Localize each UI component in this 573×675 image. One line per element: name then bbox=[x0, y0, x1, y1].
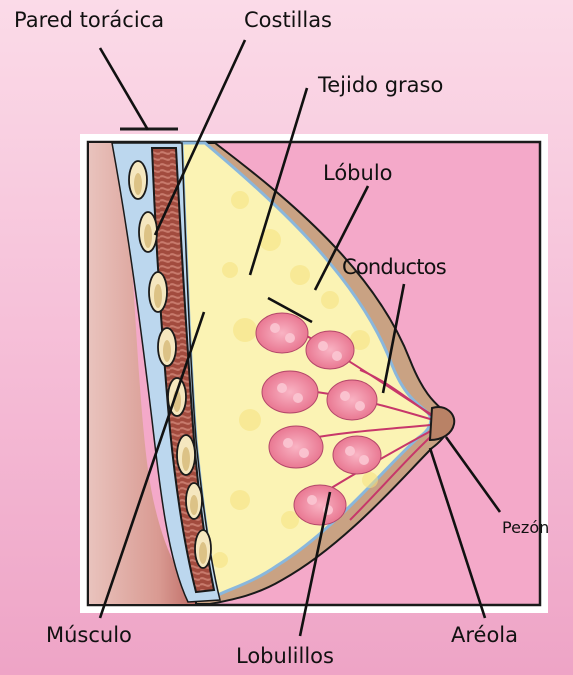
label-chest-wall: Pared torácica bbox=[14, 10, 164, 31]
label-nipple: Pezón bbox=[502, 520, 549, 536]
label-areola: Aréola bbox=[451, 625, 518, 646]
lobule-cluster-icon bbox=[294, 485, 346, 525]
label-ducts: Conductos bbox=[342, 257, 446, 278]
lobule-cluster-icon bbox=[333, 436, 381, 474]
label-lobules: Lobulillos bbox=[236, 646, 334, 667]
label-lobe: Lóbulo bbox=[323, 163, 393, 184]
lobule-cluster-icon bbox=[306, 331, 354, 369]
label-muscle: Músculo bbox=[46, 625, 132, 646]
lobule-cluster-icon bbox=[269, 426, 323, 468]
lobule-cluster-icon bbox=[262, 371, 318, 413]
lobule-cluster-icon bbox=[256, 313, 308, 353]
label-ribs: Costillas bbox=[244, 10, 332, 31]
lobule-cluster-icon bbox=[327, 380, 377, 420]
label-fatty-tissue: Tejido graso bbox=[318, 75, 443, 96]
